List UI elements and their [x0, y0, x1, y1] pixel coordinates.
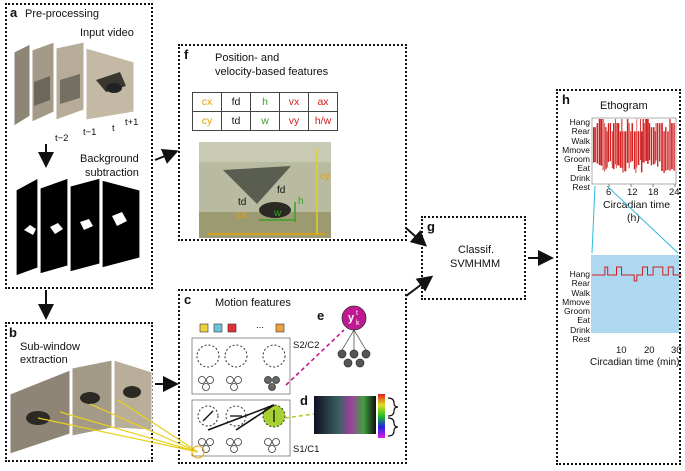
behavior-label: Hang [569, 269, 590, 279]
behavior-label: Drink [570, 172, 590, 183]
frame-label-t: t [112, 123, 115, 134]
panel-a-letter: a [10, 5, 18, 20]
feature-hw: h/w [308, 111, 338, 131]
svmhmm-node [337, 305, 371, 368]
background-subtraction-frames [15, 176, 141, 277]
input-video-label: Input video [80, 27, 134, 39]
arrow-a-to-f [154, 149, 179, 164]
panel-c-title: Motion features [215, 297, 291, 309]
frame-label-t-2: t−2 [55, 133, 69, 144]
top-tick-12: 12 [627, 187, 638, 198]
bottom-xlabel: Circadian time (min) [590, 357, 680, 368]
top-xlabel-1: Circadian time [603, 199, 671, 211]
bg-sub-label-2: subtraction [85, 167, 139, 179]
panel-f [178, 44, 407, 241]
behavior-label: Eat [577, 315, 590, 326]
arrow-c-to-g [405, 275, 434, 297]
panel-a [5, 3, 153, 289]
bottom-tick-10: 10 [616, 345, 627, 356]
behavior-label: Walk [571, 287, 590, 298]
panel-b-title-2: extraction [20, 354, 68, 366]
top-tick-18: 18 [648, 187, 659, 198]
feature-table: cx fd h vx ax cy td w vy h/w [192, 92, 338, 131]
video-frame [85, 47, 135, 121]
photo-label-w: w [274, 208, 282, 219]
photo-label-h: h [298, 196, 304, 207]
behavior-label: Rear [571, 126, 590, 137]
node-y: y [348, 312, 355, 324]
layer-label-s1c1: S1/C1 [293, 444, 320, 455]
panel-f-letter: f [184, 47, 189, 62]
behavior-label: Mmove [562, 144, 590, 155]
sub-window-frames [9, 359, 153, 455]
panel-f-title-2: velocity-based features [215, 66, 329, 78]
ethogram-bottom-plot [591, 255, 682, 333]
template-cube [275, 323, 285, 333]
layer-label-s2c2: S2/C2 [293, 340, 320, 351]
behavior-label: Groom [564, 154, 590, 165]
frame-label-t+1: t+1 [125, 117, 139, 128]
photo-label-fd: fd [277, 185, 286, 196]
bottom-tick-30: 30 [671, 345, 682, 356]
video-frame [13, 43, 31, 127]
node-t: t [356, 310, 358, 317]
panel-e-letter: e [317, 308, 325, 323]
ethogram-title: Ethogram [600, 100, 648, 112]
behavior-label: Rear [571, 278, 590, 289]
panel-b-letter: b [9, 325, 17, 340]
panel-f-title-1: Position- and [215, 52, 280, 64]
ethogram-top-plot [591, 117, 677, 187]
bg-sub-label-1: Background [80, 153, 139, 165]
node-k: k [356, 320, 360, 327]
photo-label-td: td [238, 197, 247, 208]
template-ellipsis: ... [256, 320, 264, 331]
input-video-frames [13, 41, 135, 127]
feature-row: cx fd h vx ax [192, 92, 338, 112]
behavior-label: Mmove [562, 296, 590, 307]
panel-c [178, 289, 407, 464]
arrow-f-to-g [405, 227, 427, 247]
classifier-label-1: Classif. [458, 244, 495, 256]
cage-photo [199, 142, 331, 238]
behavior-label: Drink [570, 324, 590, 335]
panel-h [556, 89, 681, 465]
panel-c-letter: c [184, 292, 192, 307]
feature-w: w [250, 111, 280, 131]
photo-label-cy: cy [320, 171, 330, 182]
panel-a-title: Pre-processing [25, 8, 99, 20]
top-tick-6: 6 [606, 187, 612, 198]
top-tick-24: 24 [669, 187, 680, 198]
classifier-label-2: SVMHMM [450, 258, 501, 270]
behavior-label: Rest [572, 182, 590, 193]
template-cube [213, 323, 223, 333]
behavior-label: Groom [564, 306, 590, 317]
bottom-tick-20: 20 [644, 345, 655, 356]
frame-label-t-1: t−1 [83, 127, 97, 138]
feature-row: cy td w vy h/w [192, 111, 338, 131]
template-cube [227, 323, 237, 333]
top-xlabel-2: (h) [627, 212, 640, 224]
panel-d-letter: d [300, 393, 308, 408]
panel-h-letter: h [562, 92, 570, 107]
zoom-lines [591, 185, 679, 254]
behavior-label: Hang [569, 117, 590, 127]
ethogram-top-labels: Hang Rear Walk Mmove Groom Eat Drink Res… [546, 117, 590, 193]
ethogram-bottom-labels: Hang Rear Walk Mmove Groom Eat Drink Res… [546, 269, 590, 345]
panel-b-title-1: Sub-window [20, 341, 80, 353]
hmax-network [191, 323, 291, 457]
photo-label-cx: cx [236, 210, 246, 221]
behavior-label: Eat [577, 163, 590, 174]
panel-g-letter: g [427, 219, 435, 234]
motion-feature-map [314, 394, 399, 438]
template-cube [199, 323, 209, 333]
panel-g [421, 216, 526, 300]
behavior-label: Walk [571, 135, 590, 146]
behavior-label: Rest [572, 334, 590, 345]
